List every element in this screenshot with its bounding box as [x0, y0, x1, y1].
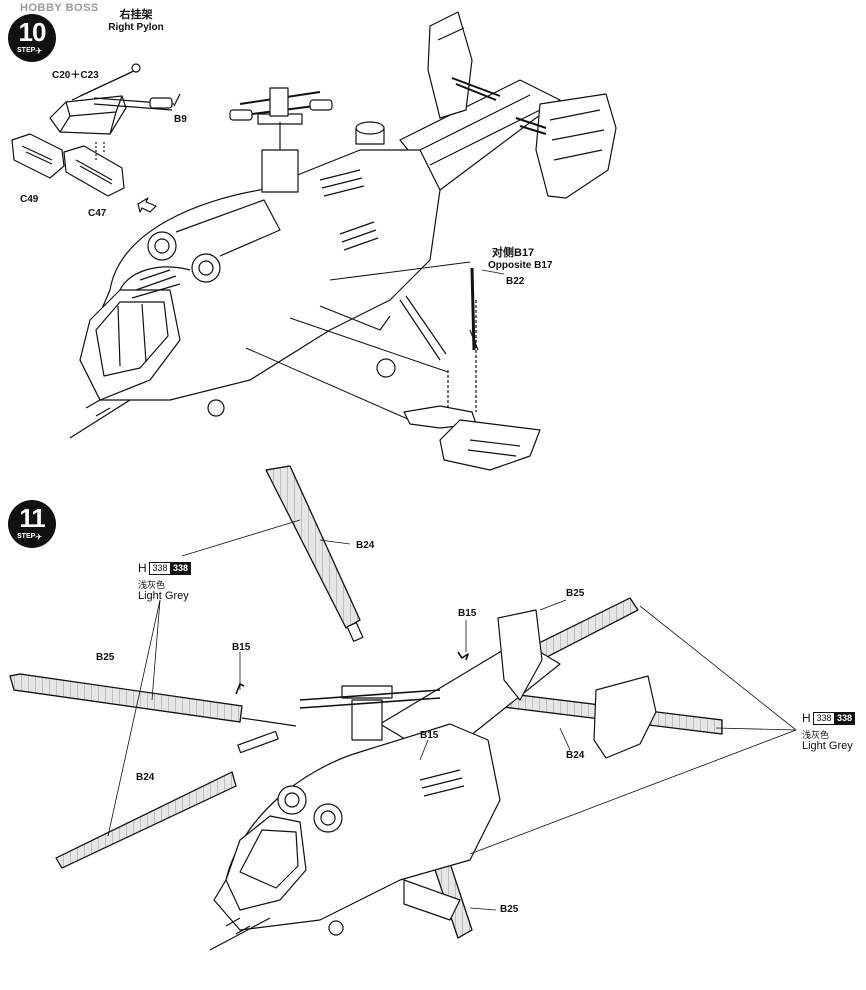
- part-label-b15-center: B15: [458, 608, 477, 619]
- part-label-b24-left: B24: [136, 772, 155, 783]
- part-label-c49: C49: [20, 194, 39, 205]
- step-11-badge: 11 STEP ✈: [8, 500, 56, 548]
- part-label-b25-left: B25: [96, 652, 115, 663]
- part-label-b25-bottom: B25: [500, 904, 519, 915]
- paint-leader-lines: [107, 519, 797, 911]
- paint-code-right: H 338 338: [802, 711, 858, 725]
- pylon-parts: [11, 63, 181, 213]
- blade-b25-left: [9, 673, 297, 727]
- paint-name-cn-left: 浅灰色: [138, 580, 166, 590]
- blade-b24-top: [265, 465, 364, 642]
- plane-icon: ✈: [35, 46, 43, 56]
- step10-drawing: [11, 11, 617, 471]
- opposite-b17-cn: 对侧B17: [492, 247, 535, 259]
- paint-name-en-right: Light Grey: [802, 740, 853, 752]
- step-11-number: 11: [19, 503, 46, 533]
- paint-name-en-left: Light Grey: [138, 590, 189, 602]
- right-pylon-cn: 右挂架: [119, 9, 153, 21]
- step-11-word: STEP: [17, 533, 36, 540]
- part-label-c20-c23: C20＋C23: [52, 70, 99, 81]
- part-label-c47: C47: [88, 208, 107, 219]
- part-label-b24-top: B24: [356, 540, 375, 551]
- step-10-number: 10: [18, 17, 47, 47]
- opposite-b17-en: Opposite B17: [488, 260, 553, 271]
- paint-code-a: 338: [813, 712, 835, 725]
- part-label-b15-mid: B15: [420, 730, 439, 741]
- step-10-badge: 10 STEP ✈: [8, 14, 56, 62]
- paint-code-a: 338: [149, 562, 171, 575]
- helicopter-step10: [69, 11, 617, 471]
- paint-prefix: H: [138, 561, 147, 575]
- paint-code-b: 338: [834, 712, 855, 725]
- part-label-b22: B22: [506, 276, 525, 287]
- step11-drawing: [9, 465, 797, 951]
- helicopter-step11: [209, 609, 657, 951]
- part-label-b25-right: B25: [566, 588, 585, 599]
- right-pylon-en: Right Pylon: [108, 22, 164, 33]
- paint-code-left: H 338 338: [138, 561, 194, 575]
- part-label-b15-left: B15: [232, 642, 251, 653]
- step-10-word: STEP: [17, 47, 36, 54]
- blade-b24-left: [55, 730, 279, 869]
- part-label-b9: B9: [174, 114, 187, 125]
- paint-prefix: H: [802, 711, 811, 725]
- part-label-b24-right: B24: [566, 750, 585, 761]
- paint-name-cn-right: 浅灰色: [802, 730, 830, 740]
- plane-icon: ✈: [35, 532, 43, 542]
- paint-code-b: 338: [170, 562, 191, 575]
- brand-logo: HOBBY BOSS: [20, 2, 99, 14]
